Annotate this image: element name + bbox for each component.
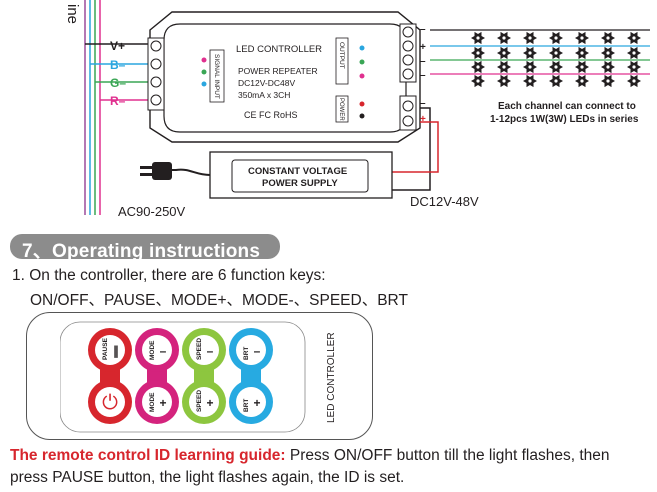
led-center [606,51,610,55]
controller-certs: CE FC RoHS [244,110,298,120]
remote-key-brt-bottom[interactable]: BRT+ [229,380,273,424]
led-center [554,79,558,83]
remote-key-speed-bottom[interactable]: SPEED+ [182,380,226,424]
guide-text: Press ON/OFF button till the light flash… [10,447,610,486]
led-center [580,36,584,40]
led-center [502,65,506,69]
instruction-line-1: 1. On the controller, there are 6 functi… [12,267,326,284]
out-term-3: – [420,56,426,67]
edge-text: ine [64,4,81,24]
section-title: 7、Operating instructions [22,241,261,262]
dc-voltage-label: DC12V-48V [410,194,479,209]
remote-key-symbol: + [206,396,213,410]
led-center [632,65,636,69]
led-center [528,51,532,55]
channel-note-line2: 1-12pcs 1W(3W) LEDs in series [490,114,639,125]
output-label: OUTPUT [338,42,345,69]
guide-heading: The remote control ID learning guide: [10,447,286,464]
instruction-line-2: ON/OFF、PAUSE、MODE+、MODE-、SPEED、BRT [30,292,408,309]
power-label: POWER [338,98,344,121]
remote-illustration-frame [26,312,373,440]
remote-key-pause-top[interactable]: PAUSE ∥ [88,328,132,372]
input-label-r: R– [110,94,126,108]
led-center [476,65,480,69]
output-wires [430,29,650,75]
led-center [502,51,506,55]
remote-key-symbol: – [207,344,214,358]
out-term-2: + [420,42,426,53]
led-center [476,36,480,40]
led-center [580,79,584,83]
remote-key-speed-top[interactable]: SPEED– [182,328,226,372]
remote-key-symbol: – [160,344,167,358]
power-supply: CONSTANT VOLTAGE POWER SUPPLY [209,151,393,199]
remote-key-mode-top[interactable]: MODE– [135,328,179,372]
led-center [632,51,636,55]
remote-key-label: BRT [243,347,250,360]
remote-key-label: BRT [243,399,250,412]
section-title-bar [10,234,280,259]
ac-plug [140,162,211,180]
signal-input-label: SIGNAL INPUT [213,54,220,99]
remote-key-symbol: + [253,396,260,410]
led-center [528,65,532,69]
led-center [580,65,584,69]
led-center [606,36,610,40]
led-center [554,36,558,40]
led-center [632,79,636,83]
psu-line2: POWER SUPPLY [262,178,338,189]
led-center [580,51,584,55]
out-term-1: – [420,24,426,35]
psu-line1: CONSTANT VOLTAGE [248,166,347,177]
led-center [632,36,636,40]
input-label-g: G– [110,76,126,90]
remote-key-label: SPEED [196,338,203,360]
led-center [502,36,506,40]
input-label-b: B– [110,58,126,72]
wiring-diagram: ine V+ B– G– R– SIGN [64,0,650,219]
led-center [476,51,480,55]
id-learning-guide: The remote control ID learning guide: Pr… [10,445,650,489]
ac-voltage-label: AC90-250V [118,204,186,219]
remote-key-symbol: ∥ [113,344,119,358]
remote-key-label: MODE [149,340,156,360]
remote-key-label: MODE [149,392,156,412]
out-term-6: + [420,114,426,125]
remote-controller: PAUSE∥MODE–SPEED–BRT–⏻MODE+SPEED+BRT+ [60,321,306,433]
remote-key-symbol: – [254,344,261,358]
led-center [554,65,558,69]
led-center [528,36,532,40]
led-controller-unit: SIGNAL INPUT LED CONTROLLER POWER REPEAT… [147,11,421,143]
remote-key-onoff-bottom[interactable]: ⏻ [88,380,132,424]
led-center [476,79,480,83]
led-center [502,79,506,83]
remote-key-label: SPEED [196,390,203,412]
out-term-5: – [420,98,426,109]
led-array [471,31,641,88]
input-vertical-wires [84,0,101,215]
input-horizontal-wires [85,43,150,101]
power-icon: ⏻ [102,390,118,414]
led-center [606,65,610,69]
led-center [554,51,558,55]
channel-note-line1: Each channel can connect to [498,101,636,112]
controller-voltage: DC12V-DC48V [238,78,295,88]
controller-model: POWER REPEATER [238,66,318,76]
led-center [528,79,532,83]
controller-title: LED CONTROLLER [236,44,322,55]
led-center [606,79,610,83]
remote-key-symbol: + [159,396,166,410]
remote-key-mode-bottom[interactable]: MODE+ [135,380,179,424]
remote-side-label: LED CONTROLLER [326,332,337,423]
controller-current: 350mA x 3CH [238,90,290,100]
out-term-4: – [420,70,426,81]
remote-side-label-text: LED CONTROLLER [326,332,337,423]
remote-key-label: PAUSE [102,337,109,360]
dc-power-wires [392,107,439,191]
remote-key-brt-top[interactable]: BRT– [229,328,273,372]
input-label-v: V+ [110,39,125,53]
